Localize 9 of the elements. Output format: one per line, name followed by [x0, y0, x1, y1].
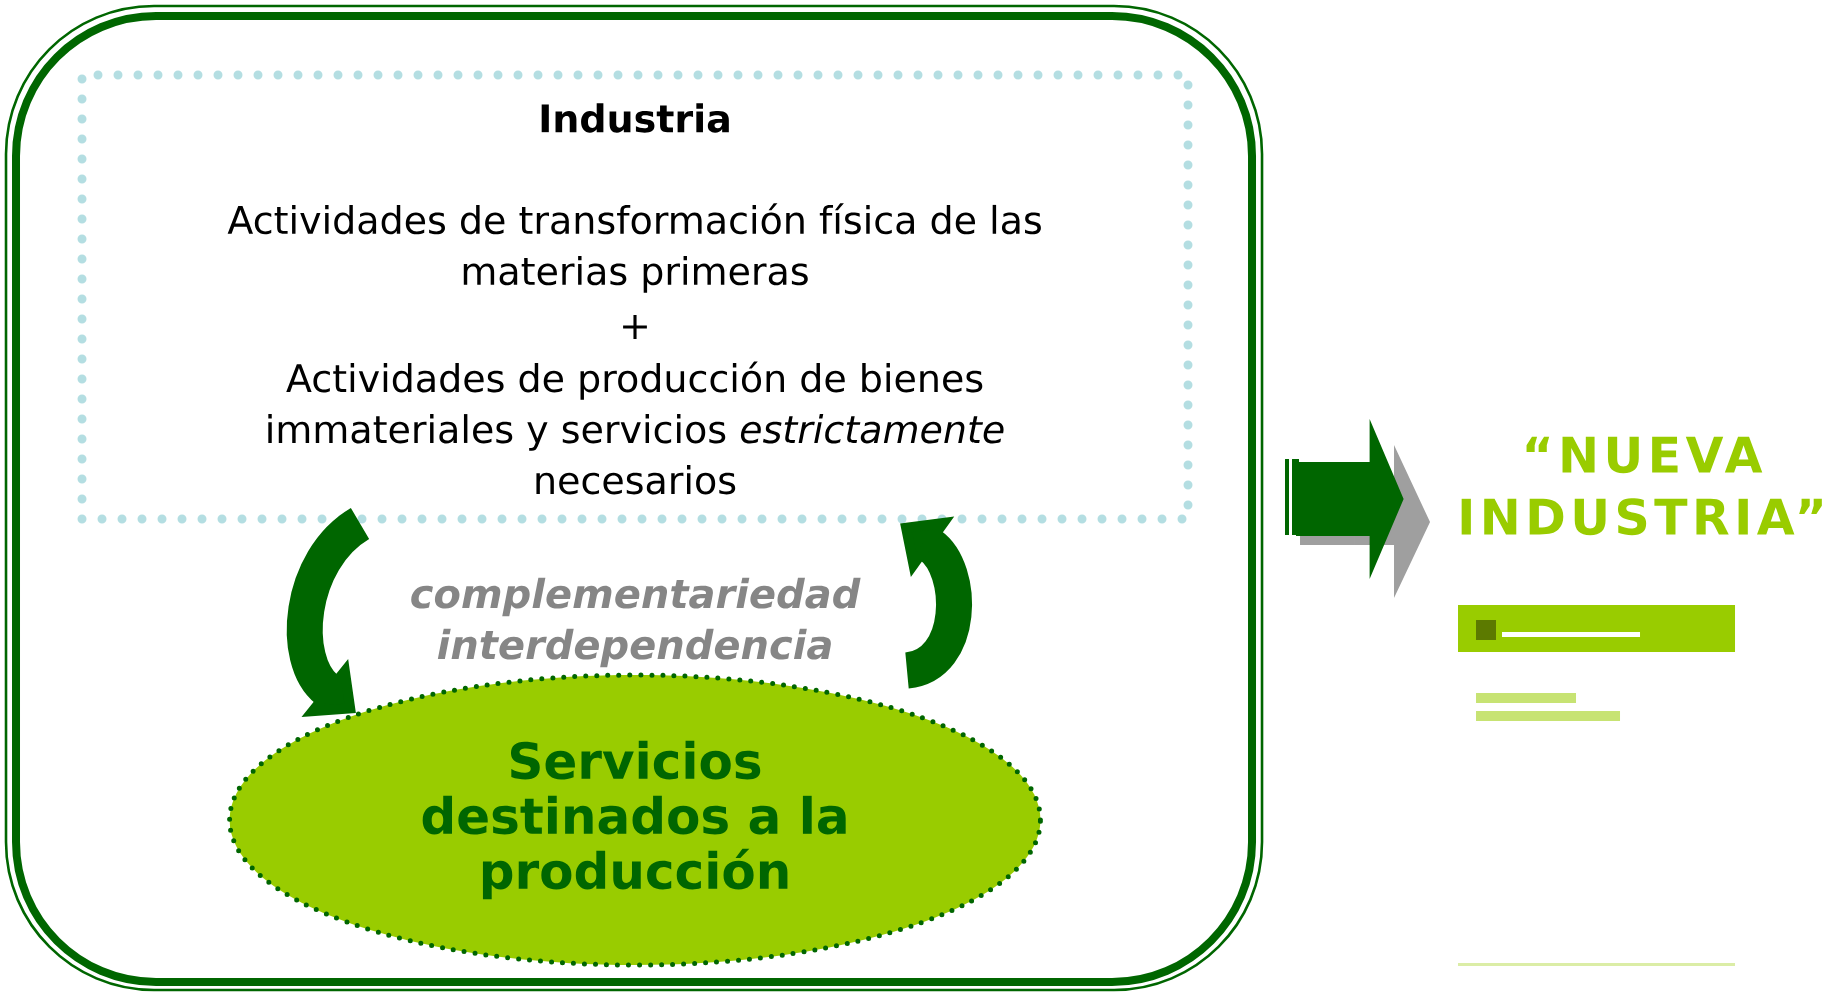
rounded-frame — [4, 4, 1264, 992]
block-arrow — [1296, 419, 1404, 579]
label-text: complementariedad — [411, 577, 861, 617]
heading-text: “NUEVA INDUSTRIA” — [1461, 436, 1822, 536]
body-text: Actividades de producción de bienes immateriales y servicios estrictamente necesarios — [268, 361, 1004, 495]
plus-sign: + — [623, 315, 647, 339]
label-text: interdependencia — [437, 628, 831, 668]
body-text: Actividades de transformación física de las materias primeras — [227, 203, 1041, 293]
heading: Industria — [541, 103, 729, 133]
